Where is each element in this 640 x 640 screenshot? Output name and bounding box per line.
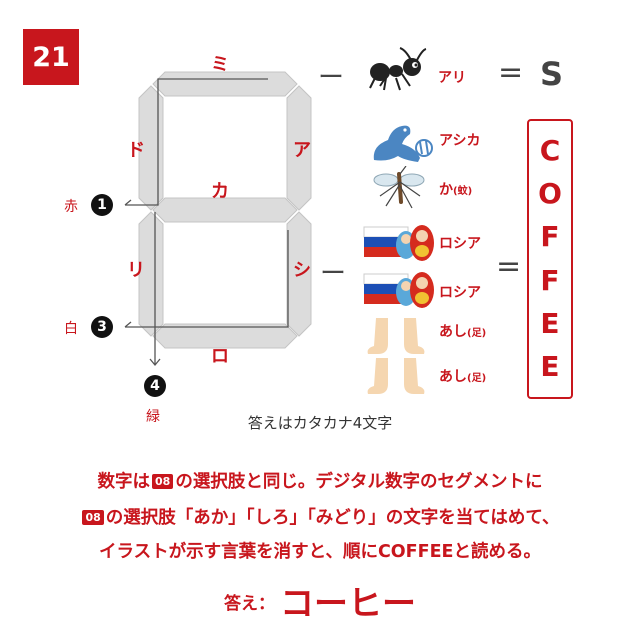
coffee-letter: C bbox=[539, 133, 561, 167]
segment-bottom bbox=[152, 323, 298, 349]
minus-sign-middle: ー bbox=[320, 259, 347, 289]
path-shiro bbox=[125, 230, 289, 328]
russia-flag-matryoshka-icon bbox=[363, 225, 434, 261]
marker-4-badge: 4 bbox=[144, 375, 166, 397]
segment-label-lower-left: リ bbox=[127, 260, 145, 281]
question-number-badge: 21 bbox=[23, 29, 79, 85]
marker-1-label: 赤 bbox=[64, 199, 78, 215]
path-aka bbox=[125, 78, 268, 206]
mosquito-icon bbox=[373, 166, 425, 209]
feet-icon bbox=[367, 318, 425, 354]
marker-3-badge: 3 bbox=[91, 316, 113, 338]
option-tag-08: 08 bbox=[152, 474, 174, 489]
item-label-roshia-2: ロシア bbox=[439, 285, 481, 301]
segment-label-upper-right: ア bbox=[293, 140, 311, 161]
item-label-ari: アリ bbox=[438, 70, 466, 86]
coffee-letter: F bbox=[540, 220, 560, 254]
answer-row: 答え： コーヒー bbox=[0, 576, 640, 625]
marker-1-badge: 1 bbox=[91, 194, 113, 216]
item-label-ka: か(蚊) bbox=[439, 182, 473, 198]
marker-3-label: 白 bbox=[64, 321, 78, 337]
explanation-line-3: イラストが示す言葉を消すと、順にCOFFEEと読める。 bbox=[99, 542, 541, 562]
segment-upper-left bbox=[138, 85, 164, 211]
answer-label: 答え： bbox=[223, 594, 275, 614]
coffee-letter: F bbox=[540, 263, 560, 297]
minus-sign-top: ー bbox=[318, 63, 345, 93]
segment-lower-left bbox=[138, 211, 164, 337]
segment-top bbox=[152, 71, 298, 97]
coffee-letter: E bbox=[540, 306, 560, 340]
ant-icon bbox=[369, 47, 427, 91]
equals-sign-middle: = bbox=[496, 249, 522, 284]
answer-word: コーヒー bbox=[280, 584, 417, 624]
segment-label-bottom: ロ bbox=[211, 346, 229, 367]
option-tag-08: 08 bbox=[82, 510, 104, 525]
feet-icon bbox=[367, 358, 425, 394]
item-label-ashika: アシカ bbox=[439, 133, 481, 149]
segment-label-upper-left: ド bbox=[127, 140, 145, 161]
coffee-letter: O bbox=[538, 176, 562, 210]
marker-4-label: 緑 bbox=[146, 409, 160, 425]
coffee-result-box: C O F F E E bbox=[527, 119, 573, 399]
equals-sign-top: = bbox=[498, 55, 524, 90]
segment-lower-right bbox=[286, 211, 312, 337]
sea-lion-icon bbox=[373, 125, 433, 162]
item-label-ashi-1: あし(足) bbox=[439, 324, 487, 340]
item-label-ashi-2: あし(足) bbox=[439, 369, 487, 385]
segment-label-lower-right: シ bbox=[293, 260, 311, 281]
result-letter-s: S bbox=[540, 55, 564, 93]
caption: 答えはカタカナ4文字 bbox=[247, 414, 393, 432]
segment-middle bbox=[152, 197, 298, 223]
segment-upper-right bbox=[286, 85, 312, 211]
item-label-roshia-1: ロシア bbox=[439, 236, 481, 252]
segment-label-top: ミ bbox=[211, 54, 229, 75]
coffee-letter: E bbox=[540, 350, 560, 384]
segment-label-middle: カ bbox=[211, 181, 229, 202]
russia-flag-matryoshka-icon bbox=[363, 272, 434, 308]
